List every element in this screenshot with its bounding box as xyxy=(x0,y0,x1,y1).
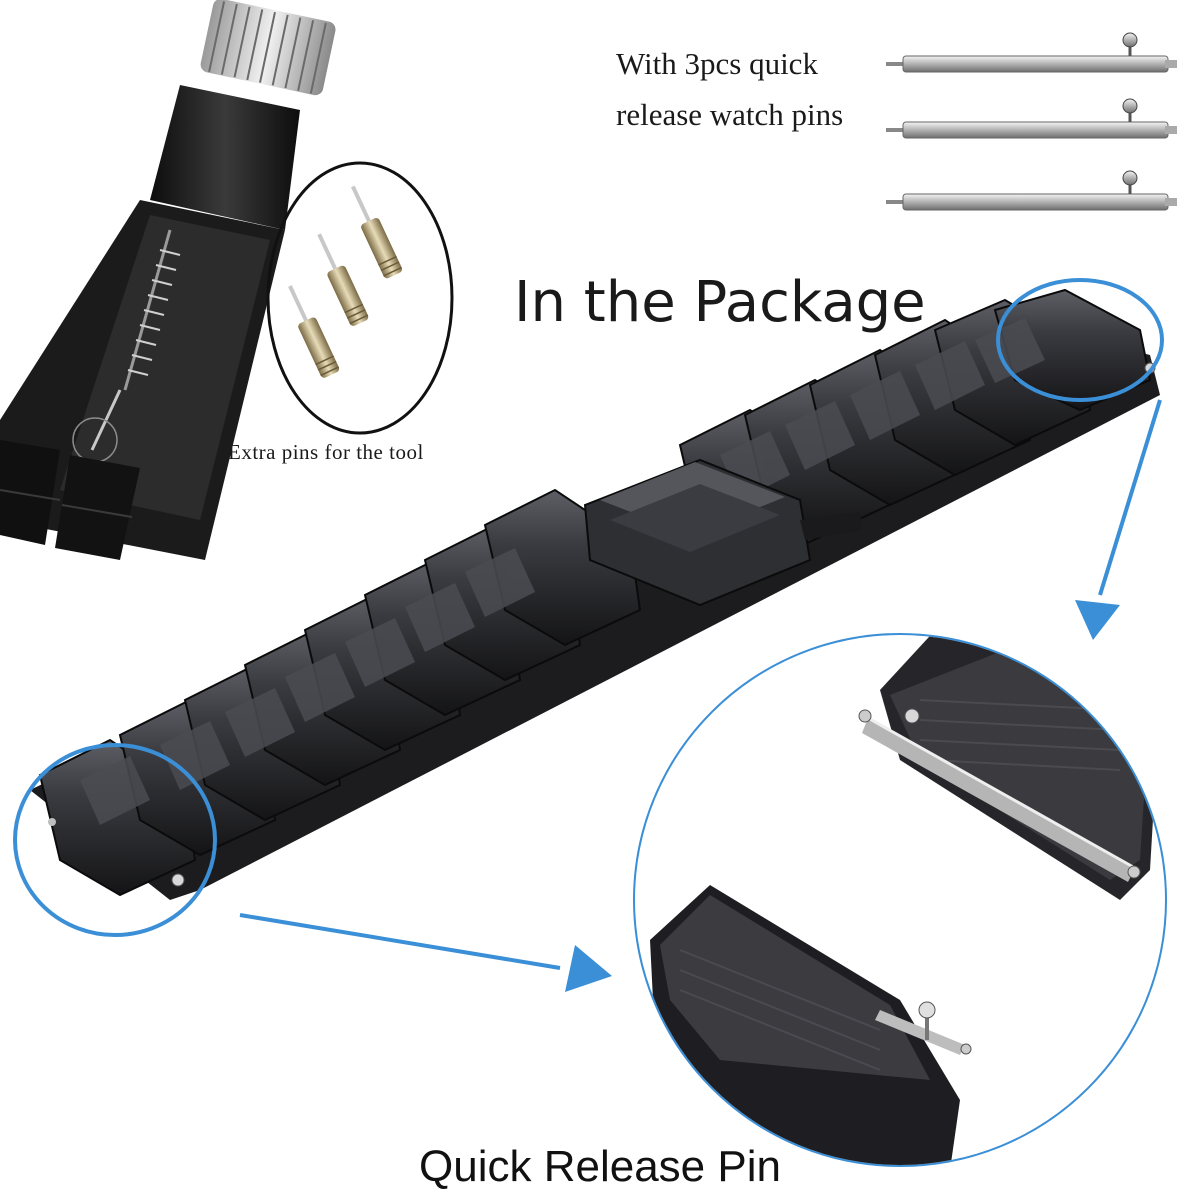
tool-pins-caption: Extra pins for the tool xyxy=(228,440,424,464)
right-end-highlight-circle xyxy=(996,278,1164,402)
left-end-highlight-circle xyxy=(13,743,217,937)
package-heading: In the Package xyxy=(514,270,926,335)
extra-tool-pins xyxy=(266,161,454,435)
quick-release-pins xyxy=(886,32,1177,211)
extra-pins-ellipse xyxy=(266,161,454,435)
right-arrow-line xyxy=(1098,399,1162,596)
band-clasp xyxy=(583,458,862,607)
left-arrow-line xyxy=(239,913,561,970)
pins-caption-line2: release watch pins xyxy=(616,97,844,132)
link-removal-tool xyxy=(0,0,336,560)
pins-caption-line1: With 3pcs quick xyxy=(616,46,818,81)
pins-caption: With 3pcs quick release watch pins xyxy=(616,38,843,140)
right-arrow-head xyxy=(1075,600,1120,640)
left-arrow-head xyxy=(565,945,612,992)
quick-release-pin-closeup xyxy=(635,635,1165,1165)
stainless-steel-watch-band xyxy=(30,288,1160,900)
quick-release-pin xyxy=(886,170,1177,211)
quick-release-pin xyxy=(886,98,1177,139)
quick-release-pin xyxy=(886,32,1177,73)
footer-caption: Quick Release Pin xyxy=(419,1142,781,1191)
